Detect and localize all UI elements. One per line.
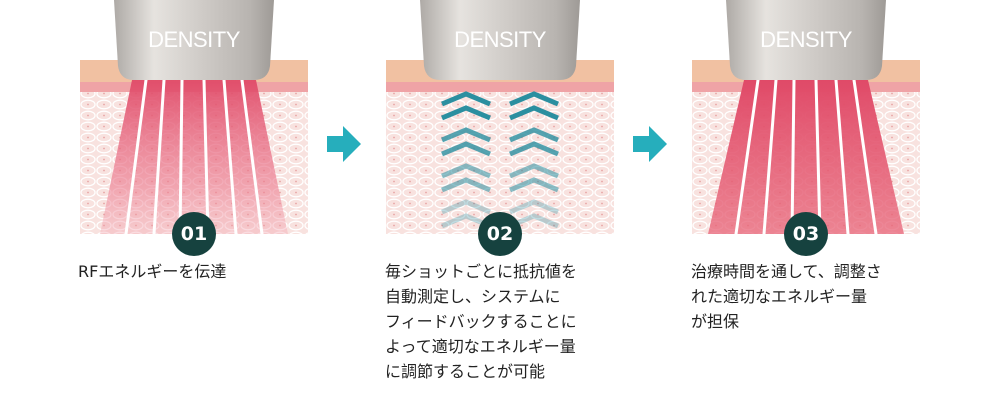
rf-energy-beam: [708, 80, 904, 234]
feedback-chevrons: [441, 91, 559, 229]
step-2-badge: 02: [478, 212, 522, 256]
density-device-head: [726, 0, 886, 80]
step-1-badge: 01: [172, 212, 216, 256]
step-1-illustration: DENSITY 01: [80, 0, 308, 256]
svg-text:DENSITY: DENSITY: [148, 27, 241, 52]
step-3-illustration: DENSITY 03: [692, 0, 920, 256]
step-3-description: 治療時間を通して、調整さ れた適切なエネルギー量 が担保: [691, 262, 882, 331]
svg-text:DENSITY: DENSITY: [454, 27, 547, 52]
rf-energy-lines: [734, 78, 878, 236]
arrow-right-icon: [327, 126, 361, 162]
step-2-illustration: DENSITY 02: [386, 0, 614, 256]
rf-energy-lines: [124, 78, 264, 236]
step-3-badge: 03: [784, 212, 828, 256]
arrow-right-icon: [633, 126, 667, 162]
rf-energy-beam: [100, 80, 288, 234]
density-device-head: [420, 0, 580, 80]
svg-text:DENSITY: DENSITY: [760, 27, 853, 52]
step-2-description: 毎ショットごとに抵抗値を 自動測定し、システムに フィードバックすることに よっ…: [385, 262, 578, 381]
density-device-head: [114, 0, 274, 80]
step-1-description: RFエネルギーを伝達: [78, 262, 227, 281]
